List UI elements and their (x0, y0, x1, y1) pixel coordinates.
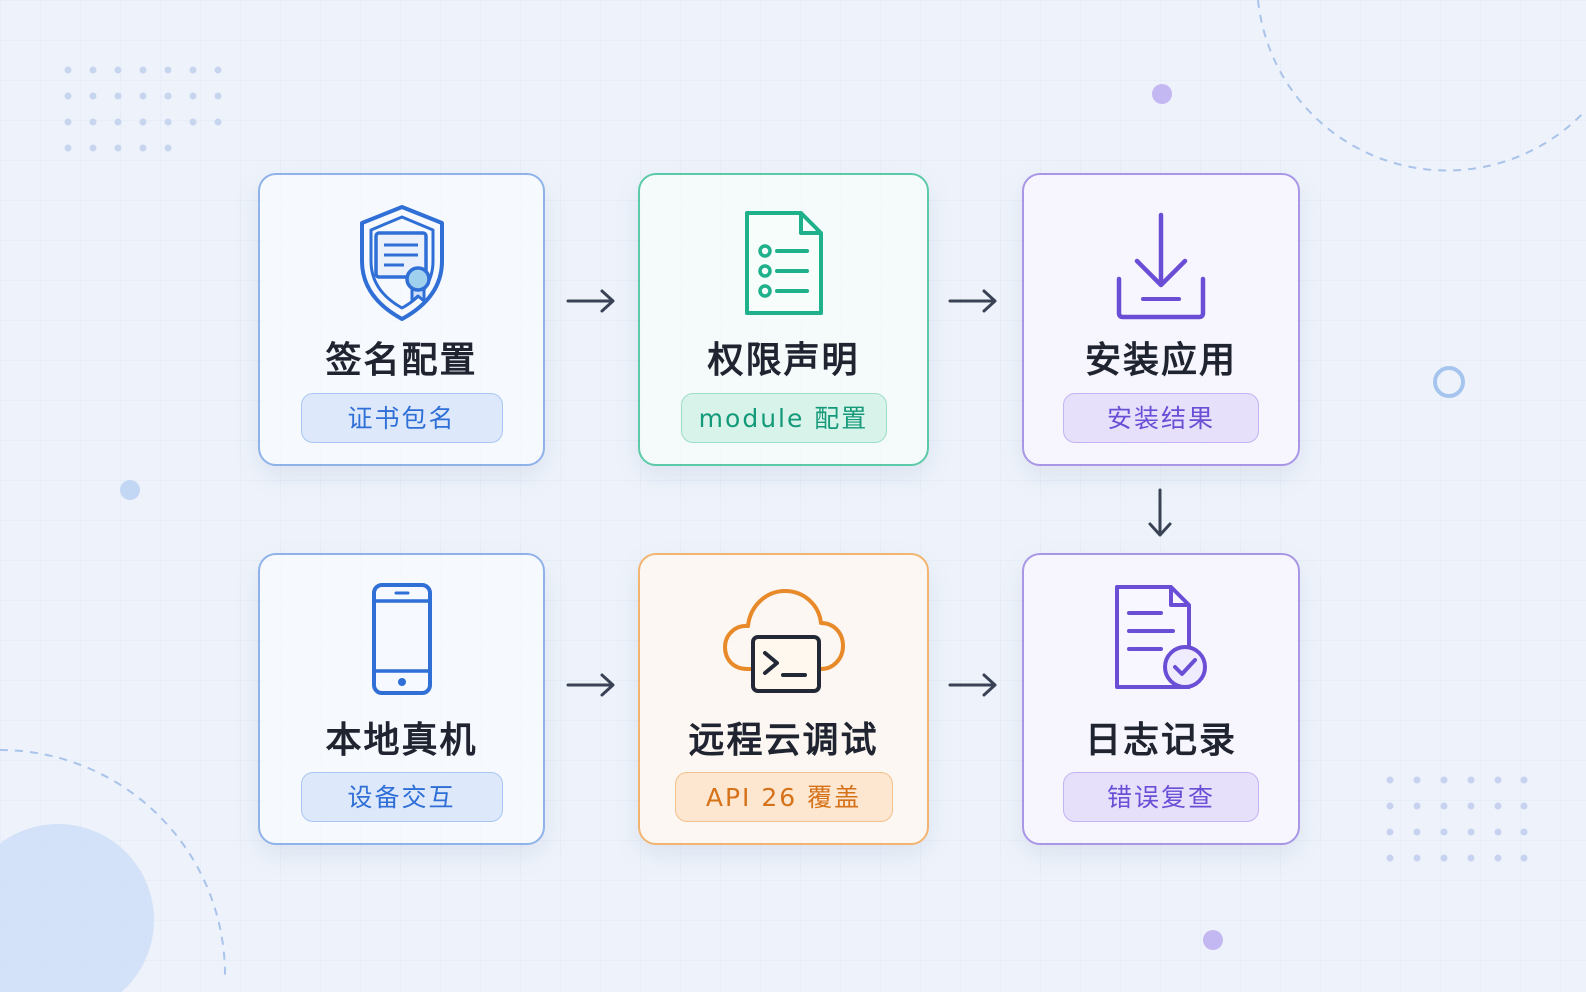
smartphone-icon (371, 583, 432, 695)
arrow-down-icon (1148, 488, 1172, 537)
card-tag: 错误复查 (1063, 772, 1259, 822)
arrow-right-icon (566, 673, 615, 697)
card-tag: 设备交互 (300, 772, 503, 822)
card-tag: 证书包名 (300, 393, 503, 443)
card-title: 远程云调试 (688, 720, 879, 761)
arrow-right-icon (948, 673, 997, 697)
download-tray-icon (1116, 212, 1206, 320)
card-signing-config[interactable]: 签名配置 证书包名 (258, 173, 545, 466)
card-title: 日志记录 (1084, 720, 1237, 761)
bottom-right-dot-grid (1386, 776, 1528, 862)
card-install-app[interactable]: 安装应用 安装结果 (1022, 173, 1300, 466)
card-title: 安装应用 (1084, 340, 1237, 381)
log-check-icon (1115, 585, 1207, 689)
arrow-right-icon (566, 289, 615, 313)
cloud-terminal-icon (722, 589, 845, 693)
arrow-right-icon (948, 289, 997, 313)
card-tag: module 配置 (680, 393, 887, 443)
card-local-device[interactable]: 本地真机 设备交互 (258, 553, 545, 845)
card-tag: API 26 覆盖 (674, 772, 893, 822)
card-remote-cloud-debug[interactable]: 远程云调试 API 26 覆盖 (638, 553, 929, 845)
card-tag: 安装结果 (1063, 393, 1259, 443)
card-title: 本地真机 (325, 720, 478, 761)
document-list-icon (744, 211, 823, 315)
card-permission-declaration[interactable]: 权限声明 module 配置 (638, 173, 929, 466)
top-left-dot-grid (64, 66, 222, 152)
card-title: 签名配置 (325, 340, 478, 381)
shield-certificate-icon (359, 205, 444, 321)
card-title: 权限声明 (707, 340, 860, 381)
card-log-record[interactable]: 日志记录 错误复查 (1022, 553, 1300, 845)
